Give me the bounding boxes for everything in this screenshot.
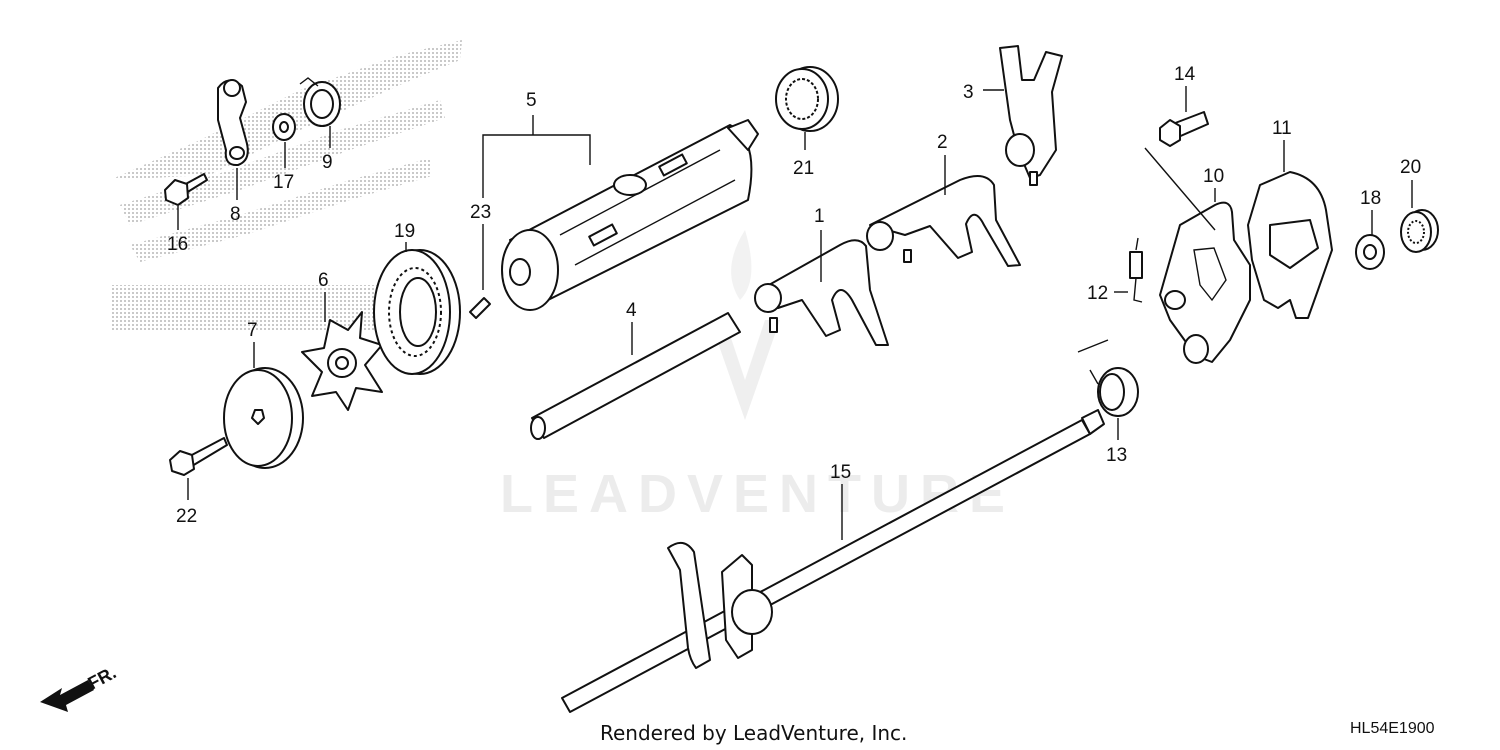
callout-8: 8 xyxy=(230,204,241,225)
part-22-bolt xyxy=(169,437,228,476)
part-19-bearing xyxy=(373,249,461,375)
part-10-stopper-arm xyxy=(1159,201,1251,364)
callout-15: 15 xyxy=(830,462,851,483)
part-7-disc xyxy=(223,367,304,469)
callout-21: 21 xyxy=(793,158,814,179)
part-15-gearshift-spindle xyxy=(561,409,1105,713)
part-6-star-plate xyxy=(301,311,383,411)
brand-wing-logo xyxy=(110,40,462,330)
part-2-shift-fork xyxy=(866,175,1021,267)
part-20-bearing xyxy=(1400,209,1439,253)
callout-5: 5 xyxy=(526,90,537,111)
callout-10: 10 xyxy=(1203,166,1224,187)
callout-23: 23 xyxy=(470,202,491,223)
part-11-guide-plate xyxy=(1247,171,1333,319)
callout-19: 19 xyxy=(394,221,415,242)
callout-20: 20 xyxy=(1400,157,1421,178)
front-direction-arrow: FR. xyxy=(40,662,119,712)
part-21-bearing xyxy=(775,66,839,132)
callout-18: 18 xyxy=(1360,188,1381,209)
callout-3: 3 xyxy=(963,82,974,103)
part-12-spring xyxy=(1129,237,1143,303)
part-14-stopper-bolt xyxy=(1159,111,1209,147)
callout-14: 14 xyxy=(1174,64,1196,85)
part-16-bolt xyxy=(164,173,208,206)
part-8-shift-arm xyxy=(217,79,249,167)
part-4-fork-shaft xyxy=(530,312,741,440)
callouts: 1 2 3 4 5 6 7 8 9 10 11 12 13 14 15 16 1… xyxy=(167,64,1421,527)
part-3-shift-fork xyxy=(999,45,1063,186)
callout-4: 4 xyxy=(626,300,637,321)
footer-credit: Rendered by LeadVenture, Inc. xyxy=(600,721,907,745)
callout-12: 12 xyxy=(1087,283,1108,304)
callout-22: 22 xyxy=(176,506,197,527)
callout-13: 13 xyxy=(1106,445,1127,466)
callout-7: 7 xyxy=(247,320,258,341)
part-5-shift-drum xyxy=(501,119,759,311)
callout-11: 11 xyxy=(1272,118,1292,139)
part-13-return-spring xyxy=(1077,339,1139,417)
callout-2: 2 xyxy=(937,132,948,153)
callout-9: 9 xyxy=(322,152,333,173)
part-18-washer xyxy=(1355,234,1385,270)
diagram-code: HL54E1900 xyxy=(1350,720,1435,737)
part-1-shift-fork xyxy=(754,239,889,346)
part-23-pin xyxy=(469,297,491,319)
leader-lines xyxy=(177,86,1413,540)
part-9-spring xyxy=(299,77,341,127)
callout-17: 17 xyxy=(273,172,294,193)
callout-16: 16 xyxy=(167,234,188,255)
callout-1: 1 xyxy=(814,206,825,227)
part-17-washer xyxy=(272,113,296,141)
callout-6: 6 xyxy=(318,270,329,291)
